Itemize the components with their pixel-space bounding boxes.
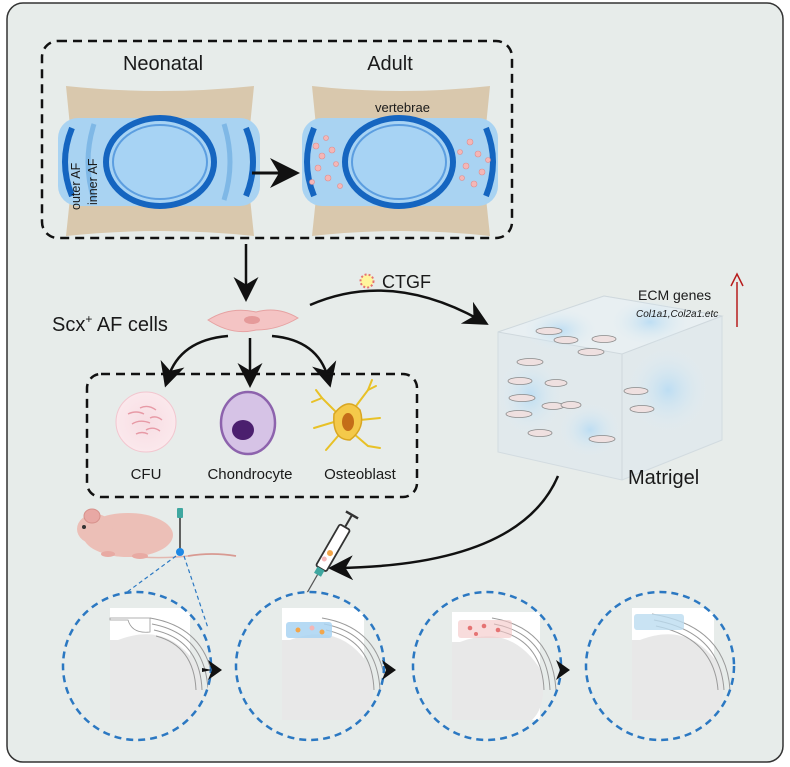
embedded-cells <box>505 327 655 443</box>
adult-label: Adult <box>367 53 413 75</box>
cfu-icon <box>115 391 177 453</box>
ctgf-label: CTGF <box>382 272 431 292</box>
zoom-line-right <box>183 555 209 629</box>
chondrocyte-icon <box>219 390 277 456</box>
injection-arrow <box>328 475 560 581</box>
stage-1-injury <box>61 590 213 742</box>
differentiation-dashed-box <box>85 372 419 499</box>
scx-af-cells-label: Scx+ AF cells <box>52 312 168 336</box>
vertebra-top <box>312 86 490 126</box>
branch-arrow-left <box>160 334 229 388</box>
neonatal-label: Neonatal <box>123 53 203 75</box>
chondrocyte-label: Chondrocyte <box>207 466 292 483</box>
syringe-icon <box>306 510 359 594</box>
scx-af-cell <box>207 309 299 333</box>
ecm-genes-label: ECM genes <box>638 287 711 303</box>
stage-4-regenerated <box>584 590 736 742</box>
neonatal-disc <box>58 86 260 236</box>
culture-arrow <box>309 289 489 325</box>
mouse-icon <box>77 508 237 559</box>
branch-arrow-right <box>271 334 337 388</box>
stage-2-injected <box>234 590 386 742</box>
osteoblast-label: Osteoblast <box>324 466 397 483</box>
spine-dashed-box <box>40 39 514 240</box>
vertebrae-label: vertebrae <box>375 100 430 115</box>
vertebra-bottom <box>66 198 254 236</box>
af-cell-clusters <box>309 135 491 189</box>
vertebra-top <box>66 86 254 126</box>
stage-arrows <box>202 660 570 680</box>
matrigel-label: Matrigel <box>628 467 699 489</box>
adult-disc <box>302 86 498 236</box>
osteoblast-icon <box>311 379 381 451</box>
ctgf-icon <box>359 273 375 289</box>
nucleus-pulposus <box>103 115 217 209</box>
cfu-label: CFU <box>131 466 162 483</box>
tail-needle-icon <box>176 508 184 556</box>
upregulation-arrow-icon <box>730 272 744 327</box>
nucleus-pulposus <box>342 115 456 209</box>
matrigel-cube <box>496 295 724 481</box>
vertebra-bottom <box>312 198 490 236</box>
outer-af-label: outer AF <box>69 162 83 210</box>
inner-af-label: inner AF <box>86 158 100 205</box>
ecm-genes-examples: Col1a1,Col2a1.etc <box>636 309 718 320</box>
stage-3-repairing <box>411 590 563 742</box>
